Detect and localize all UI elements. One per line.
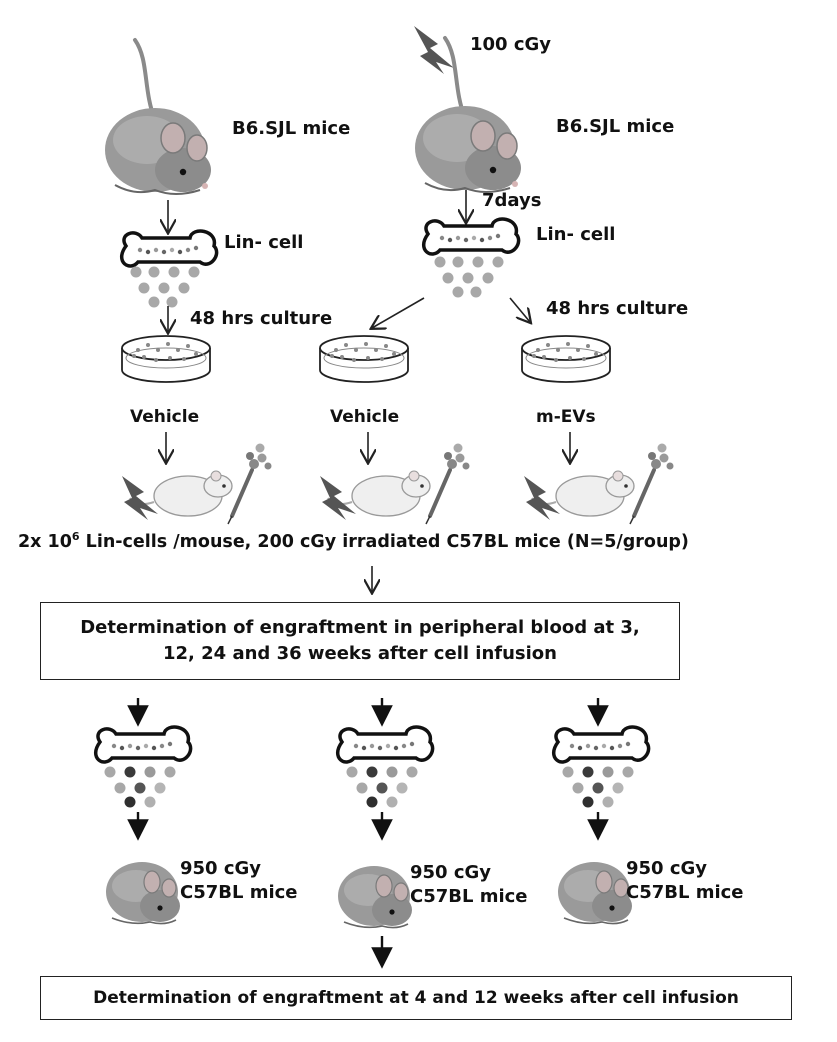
culture-dish-3-icon (521, 335, 611, 383)
secondary-2-strain-label: C57BL mice (410, 886, 528, 907)
culture-left-label: 48 hrs culture (190, 308, 333, 329)
transplant-caption-suffix: Lin-cells /mouse, 200 cGy irradiated C57… (79, 531, 689, 552)
secondary-3-dose-label: 950 cGy (626, 858, 708, 879)
culture-dish-2-icon (319, 335, 409, 383)
culture-right-label: 48 hrs culture (546, 298, 689, 319)
treatment-1-label: Vehicle (130, 407, 200, 427)
treatment-2-label: Vehicle (330, 407, 400, 427)
dose-top-label: 100 cGy (470, 34, 552, 55)
lin-cells-right (434, 256, 504, 298)
secondary-engraftment-box: Determination of engraftment at 4 and 12… (40, 976, 792, 1020)
culture-dish-1-icon (121, 335, 211, 383)
arrow-cells-to-dish-2 (372, 297, 425, 328)
transplant-caption-superscript: 6 (71, 530, 80, 543)
lin-cell-right-label: Lin- cell (536, 224, 616, 245)
mouse-left-label: B6.SJL mice (232, 118, 351, 139)
secondary-1-dose-label: 950 cGy (180, 858, 262, 879)
bone-marrow-secondary-3-icon (551, 725, 651, 764)
mixed-cells-3 (562, 766, 634, 808)
lin-cell-left-label: Lin- cell (224, 232, 304, 253)
secondary-3-strain-label: C57BL mice (626, 882, 744, 903)
bone-marrow-right-icon (421, 217, 521, 256)
radiation-bolt-icon (414, 26, 454, 74)
recipient-mouse-1-icon (120, 441, 274, 526)
secondary-1-strain-label: C57BL mice (180, 882, 298, 903)
donor-mouse-left-icon (103, 38, 213, 196)
secondary-2-dose-label: 950 cGy (410, 862, 492, 883)
treatment-3-label: m-EVs (536, 407, 596, 427)
recipient-mouse-2-icon (318, 441, 472, 526)
secondary-mouse-2-icon (337, 865, 413, 929)
primary-engraftment-box: Determination of engraftment in peripher… (40, 602, 680, 680)
arrow-cells-to-dish-3 (509, 297, 530, 322)
bone-marrow-secondary-2-icon (335, 725, 435, 764)
lin-cells-left (130, 266, 200, 308)
transplant-caption-prefix: 2x 10 (18, 531, 72, 552)
recipient-mouse-3-icon (522, 441, 676, 526)
secondary-mouse-1-icon (105, 861, 181, 925)
mixed-cells-2 (346, 766, 418, 808)
mouse-right-label: B6.SJL mice (556, 116, 675, 137)
bone-marrow-left-icon (119, 229, 219, 268)
mixed-cells-1 (104, 766, 176, 808)
days-label: 7days (482, 190, 542, 211)
secondary-mouse-3-icon (557, 861, 633, 925)
bone-marrow-secondary-1-icon (93, 725, 193, 764)
transplant-caption: 2x 106 Lin-cells /mouse, 200 cGy irradia… (18, 530, 689, 552)
